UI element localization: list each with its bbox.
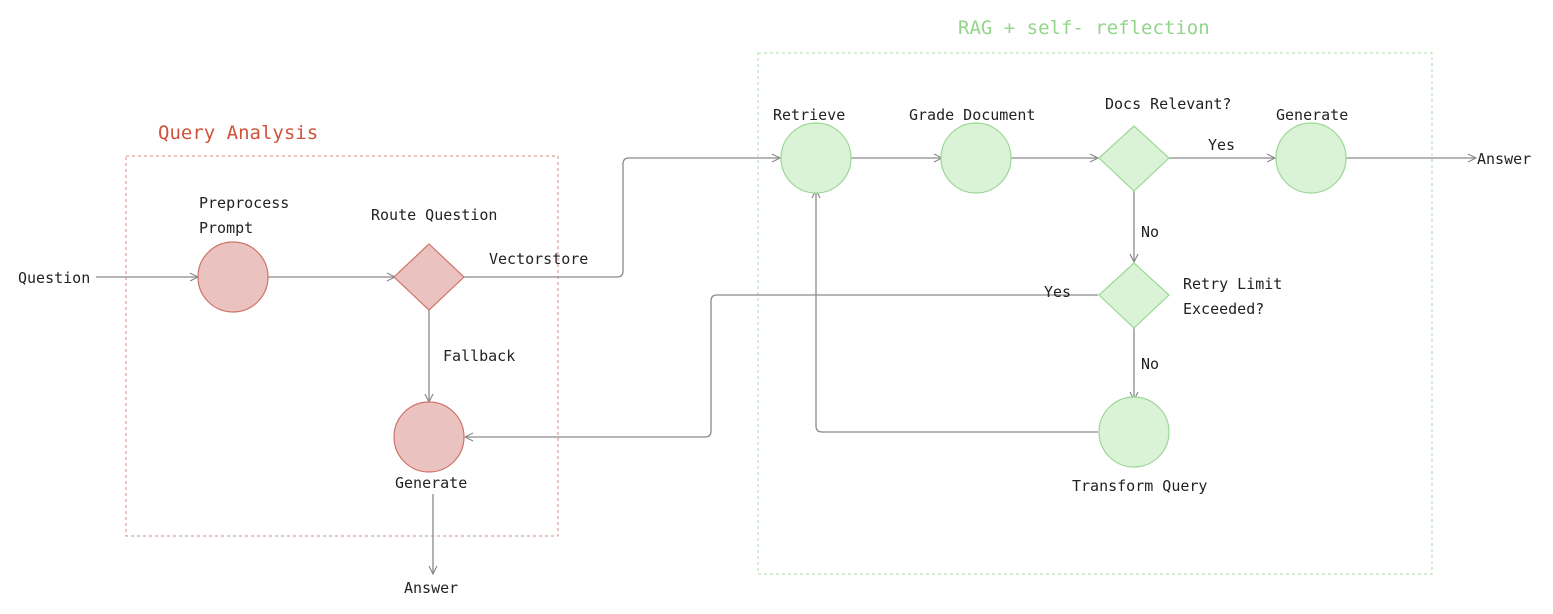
route-question-label: Route Question — [371, 206, 497, 224]
docs-yes-edge-label: Yes — [1208, 136, 1235, 154]
preprocess-prompt-label-line1: Preprocess — [199, 194, 289, 212]
rag-region — [757, 52, 1433, 575]
fallback-edge-label: Fallback — [443, 347, 515, 365]
retrieve-node — [780, 122, 852, 194]
preprocess-prompt-label-line2: Prompt — [199, 219, 253, 237]
preprocess-prompt-node — [197, 241, 269, 313]
answer-fallback-label: Answer — [404, 579, 458, 597]
edge-route-to-retrieve — [464, 158, 780, 278]
grade-document-label: Grade Document — [909, 106, 1035, 124]
retry-limit-label-line1: Retry Limit — [1183, 275, 1282, 293]
query-analysis-region — [125, 155, 559, 537]
question-label: Question — [18, 269, 90, 287]
retry-no-edge-label: No — [1141, 355, 1159, 373]
generate-rag-label: Generate — [1276, 106, 1348, 124]
vectorstore-edge-label: Vectorstore — [489, 250, 588, 268]
retry-limit-node — [1098, 262, 1170, 329]
generate-rag-node — [1275, 122, 1347, 194]
grade-document-node — [940, 122, 1012, 194]
retry-limit-label-line2: Exceeded? — [1183, 300, 1264, 318]
transform-query-node — [1098, 396, 1170, 468]
edge-retry-limit-to-generate-fallback — [465, 294, 1098, 437]
generate-fallback-label: Generate — [395, 474, 467, 492]
retry-yes-edge-label: Yes — [1044, 283, 1071, 301]
answer-rag-label: Answer — [1477, 150, 1531, 168]
docs-relevant-node — [1098, 125, 1170, 192]
transform-query-label: Transform Query — [1072, 477, 1207, 495]
edge-transform-query-to-retrieve — [816, 190, 1098, 433]
docs-no-edge-label: No — [1141, 223, 1159, 241]
docs-relevant-label: Docs Relevant? — [1105, 95, 1231, 113]
query-analysis-title: Query Analysis — [158, 122, 318, 144]
route-question-node — [393, 243, 465, 311]
retrieve-label: Retrieve — [773, 106, 845, 124]
generate-fallback-node — [393, 401, 465, 473]
rag-title: RAG + self- reflection — [958, 17, 1210, 39]
